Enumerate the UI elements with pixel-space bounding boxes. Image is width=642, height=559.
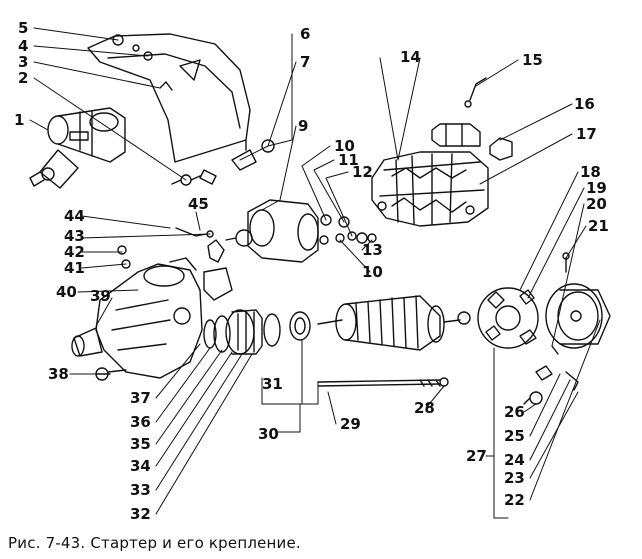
callout-40: 40 bbox=[56, 283, 77, 301]
bolt-washer bbox=[231, 139, 275, 171]
drive-end-housing bbox=[71, 257, 203, 379]
callout-24: 24 bbox=[504, 451, 525, 469]
callout-33: 33 bbox=[130, 481, 151, 499]
callout-7: 7 bbox=[300, 53, 310, 71]
callout-35: 35 bbox=[130, 435, 151, 453]
brush-holder-plate bbox=[457, 287, 539, 349]
pinion-drive bbox=[203, 309, 311, 355]
callout-17: 17 bbox=[576, 125, 597, 143]
callout-4: 4 bbox=[18, 37, 28, 55]
callout-26: 26 bbox=[504, 403, 525, 421]
callout-42: 42 bbox=[64, 243, 85, 261]
callout-19: 19 bbox=[586, 179, 607, 197]
callout-11: 11 bbox=[338, 151, 359, 169]
starter-assembly bbox=[29, 107, 126, 189]
callout-5: 5 bbox=[18, 19, 28, 37]
callout-43: 43 bbox=[64, 227, 85, 245]
callout-14: 14 bbox=[400, 48, 421, 66]
callout-9: 9 bbox=[298, 117, 308, 135]
callout-20: 20 bbox=[586, 195, 607, 213]
callout-12: 12 bbox=[352, 163, 373, 181]
field-coil-housing bbox=[371, 151, 489, 227]
callout-28: 28 bbox=[414, 399, 435, 417]
housing-bolt bbox=[95, 367, 127, 381]
callout-37: 37 bbox=[130, 389, 151, 407]
callout-38: 38 bbox=[48, 365, 69, 383]
callout-34: 34 bbox=[130, 457, 151, 475]
rear-cover bbox=[545, 252, 611, 355]
callout-15: 15 bbox=[522, 51, 543, 69]
callout-22: 22 bbox=[504, 491, 525, 509]
leader-lines bbox=[29, 27, 601, 519]
callout-44: 44 bbox=[64, 207, 85, 225]
callout-39: 39 bbox=[90, 287, 111, 305]
callout-13: 13 bbox=[362, 241, 383, 259]
callout-45: 45 bbox=[188, 195, 209, 213]
callout-27: 27 bbox=[466, 447, 487, 465]
callout-29: 29 bbox=[340, 415, 361, 433]
callout-32: 32 bbox=[130, 505, 151, 523]
callout-10: 10 bbox=[362, 263, 383, 281]
callout-3: 3 bbox=[18, 53, 28, 71]
callout-31: 31 bbox=[262, 375, 283, 393]
callout-21: 21 bbox=[588, 217, 609, 235]
small-fasteners bbox=[117, 227, 233, 301]
callout-1: 1 bbox=[14, 111, 24, 129]
callout-6: 6 bbox=[300, 25, 310, 43]
callout-25: 25 bbox=[504, 427, 525, 445]
callout-36: 36 bbox=[130, 413, 151, 431]
solenoid-relay bbox=[225, 199, 332, 263]
callout-41: 41 bbox=[64, 259, 85, 277]
figure-caption: Рис. 7-43. Стартер и его крепление. bbox=[8, 534, 301, 552]
through-bolt bbox=[317, 377, 449, 387]
callout-30: 30 bbox=[258, 425, 279, 443]
nut-washer-set bbox=[335, 216, 377, 244]
callout-10: 10 bbox=[334, 137, 355, 155]
callout-2: 2 bbox=[18, 69, 28, 87]
armature bbox=[317, 295, 461, 351]
callout-16: 16 bbox=[574, 95, 595, 113]
callout-18: 18 bbox=[580, 163, 601, 181]
terminal-block bbox=[431, 77, 513, 161]
callout-23: 23 bbox=[504, 469, 525, 487]
